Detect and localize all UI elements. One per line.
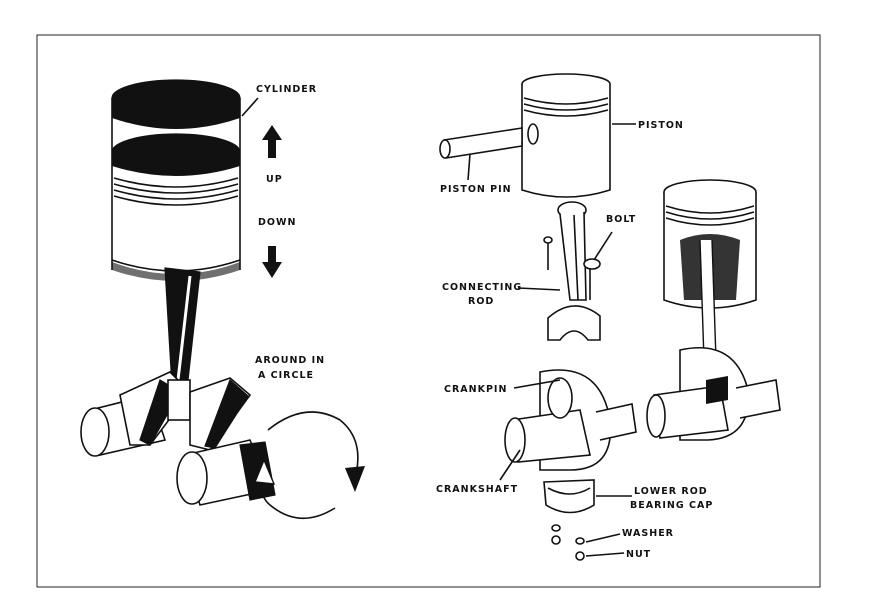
label-around-line2: A CIRCLE	[258, 370, 314, 381]
assembled-piston	[663, 179, 757, 361]
label-connecting-rod-line1: CONNECTING	[442, 282, 522, 293]
label-lower-rod-line2: BEARING CAP	[630, 500, 713, 511]
label-nut: NUT	[626, 549, 651, 560]
cylinder-leader	[241, 97, 259, 117]
connecting-rod-exploded	[543, 201, 601, 341]
piston-pin	[439, 127, 523, 159]
label-crankshaft: CRANKSHAFT	[436, 484, 518, 495]
label-around-line1: AROUND IN	[255, 355, 325, 366]
down-arrow-icon	[262, 246, 282, 278]
label-washer: WASHER	[622, 528, 674, 539]
label-piston-pin: PISTON PIN	[440, 184, 512, 195]
label-up: UP	[266, 174, 283, 185]
label-bolt: BOLT	[606, 214, 636, 225]
diagram-border	[36, 34, 821, 588]
label-cylinder: CYLINDER	[256, 84, 317, 95]
rotation-arrow-icon	[253, 411, 365, 520]
label-crankpin: CRANKPIN	[444, 384, 507, 395]
connecting-rod-left	[164, 267, 201, 387]
bearing-cap	[543, 479, 595, 514]
crankshaft-left	[80, 371, 276, 506]
cylinder-assembly	[111, 79, 241, 281]
assembled-crankshaft	[646, 346, 781, 441]
up-arrow-icon	[262, 125, 282, 158]
label-down: DOWN	[258, 217, 296, 228]
label-piston: PISTON	[638, 120, 684, 131]
washer-nut-parts	[551, 524, 585, 561]
label-connecting-rod-line2: ROD	[468, 296, 494, 307]
label-lower-rod-line1: LOWER ROD	[634, 486, 708, 497]
crankshaft-exploded	[504, 369, 637, 471]
piston-exploded	[521, 73, 611, 198]
